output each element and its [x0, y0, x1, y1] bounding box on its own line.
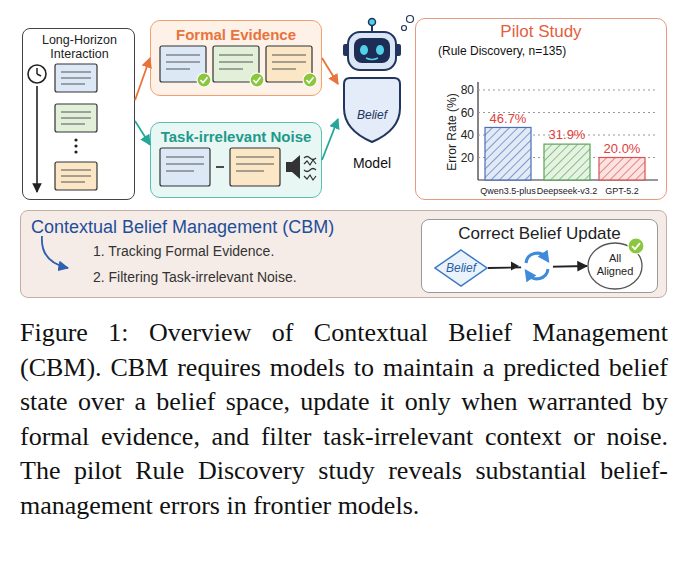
circle-shape: [588, 243, 642, 289]
aligned-circle: All Aligned: [587, 242, 643, 290]
robot-icon-part: [395, 44, 401, 56]
noise-box: Task-irrelevant Noise: [150, 122, 322, 198]
figure-caption: Figure 1: Overview of Contextual Belief …: [20, 316, 668, 523]
category-label: GPT-5.2: [605, 187, 639, 196]
node-title: Belief: [338, 108, 406, 122]
interaction-box: Long-Horizon Interaction: [22, 28, 135, 200]
node-title: Pilot Study: [416, 22, 666, 42]
node-title: Correct Belief Update: [422, 224, 657, 244]
belief-diamond: Belief: [434, 249, 488, 287]
tick-label: 60: [461, 107, 474, 119]
category-label: Deepseek-v3.2: [537, 187, 598, 196]
cbm-band: Contextual Belief Management (CBM) 1. Tra…: [20, 210, 667, 298]
node-text: 1. Tracking Formal Evidence.: [93, 243, 393, 260]
node-title: Task-irrelevant Noise: [151, 128, 321, 146]
robot-icon-part: [376, 45, 384, 55]
robot-icon-part: [402, 26, 407, 31]
node-title: Belief: [434, 261, 488, 275]
node-title: All Aligned: [591, 252, 639, 278]
tick-label: 80: [461, 84, 474, 96]
diamond-shape: [435, 250, 487, 286]
bar-value: 46.7%: [490, 112, 527, 125]
node-text: (Rule Discovery, n=135): [438, 44, 648, 58]
node-text: Model: [328, 155, 416, 172]
robot-icon-part: [360, 45, 368, 55]
robot-icon-part: [407, 16, 414, 23]
robot-icon-part: [371, 24, 373, 33]
robot-icon-part: [366, 58, 378, 60]
robot-icon-part: [354, 38, 390, 63]
category-label: Qwen3.5-plus: [480, 187, 536, 196]
bar-value: 20.0%: [604, 142, 641, 155]
node-title: Formal Evidence: [151, 26, 321, 44]
robot-icon-part: [369, 19, 376, 26]
tick-label: 40: [461, 129, 474, 141]
bar-value: 31.9%: [549, 128, 586, 141]
robot-icon-part: [343, 44, 349, 56]
node-title: Long-Horizon Interaction: [27, 33, 132, 61]
flow-arrow: [135, 121, 150, 145]
flow-arrow: [322, 119, 338, 160]
flow-arrow: [322, 58, 338, 84]
node-title: Contextual Belief Management (CBM): [31, 216, 431, 238]
node-text: 2. Filtering Task-irrelevant Noise.: [93, 269, 393, 286]
axis-title: Error Rate (%): [446, 93, 458, 170]
robot-icon-part: [348, 32, 396, 70]
evidence-box: Formal Evidence: [150, 20, 322, 96]
robot-icon: [343, 16, 414, 143]
model-robot: BeliefModel: [338, 35, 406, 175]
update-box: Correct Belief UpdateBelief All Aligned: [421, 219, 658, 293]
flow-arrow: [135, 58, 150, 100]
tick-label: 20: [461, 152, 474, 164]
